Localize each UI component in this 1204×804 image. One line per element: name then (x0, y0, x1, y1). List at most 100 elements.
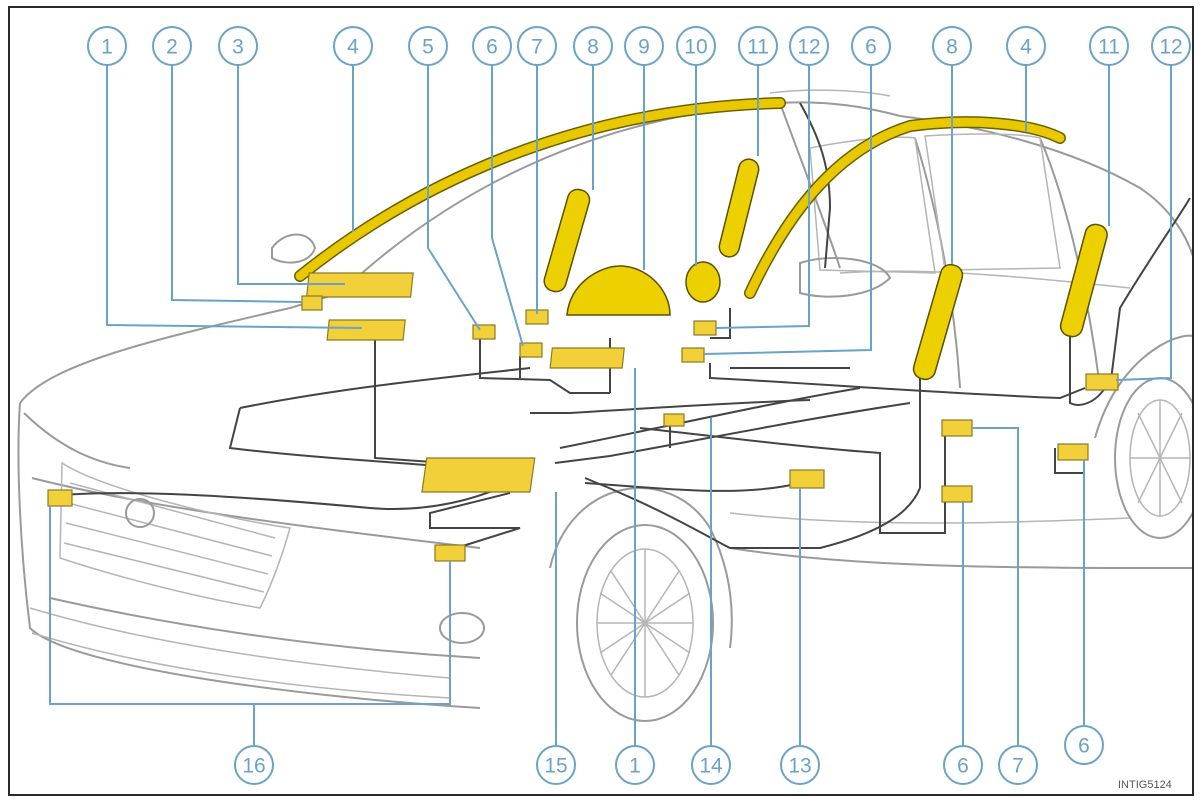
rear-wheel-spokes (1130, 400, 1190, 516)
callout-number: 16 (242, 755, 265, 778)
callout-circle (517, 26, 557, 66)
callout-circle (333, 26, 373, 66)
callout-top-6: 6 (472, 26, 512, 66)
callout-circle (998, 745, 1038, 785)
callout-number: 2 (166, 36, 178, 59)
sensor-rear-lower (1057, 443, 1089, 461)
image-code: INTIG5124 (1118, 779, 1172, 791)
callout-top-4: 4 (333, 26, 373, 66)
callout-circle (1006, 26, 1046, 66)
callout-number: 6 (957, 755, 969, 778)
callout-number: 10 (684, 36, 707, 59)
callout-number: 12 (1159, 36, 1182, 59)
callout-circle (624, 26, 664, 66)
callout-circle (943, 745, 983, 785)
callout-circle (472, 26, 512, 66)
callout-bottom-13: 13 (780, 745, 820, 785)
callout-top-10: 10 (676, 26, 716, 66)
callout-circle (676, 26, 716, 66)
callout-circle (218, 26, 258, 66)
callout-bottom-16: 16 (234, 745, 274, 785)
sensor-seat-position (663, 413, 685, 427)
wiring-harness (49, 102, 1191, 551)
callout-number: 11 (1098, 36, 1120, 59)
callouts-bottom: 16 15 1 14 13 6 7 6 (234, 725, 1104, 785)
callout-top-5: 5 (408, 26, 448, 66)
callout-circle (615, 745, 655, 785)
callout-circle (780, 745, 820, 785)
callout-number: 9 (638, 36, 650, 59)
sensor-passenger-seat (472, 324, 496, 340)
callout-circle (789, 26, 829, 66)
callout-number: 6 (865, 36, 877, 59)
callout-top-8: 8 (573, 26, 613, 66)
callout-circle (1089, 26, 1129, 66)
callout-number: 7 (531, 36, 543, 59)
callout-number: 8 (946, 36, 958, 59)
leader-lines (49, 64, 1172, 745)
callout-circle (691, 745, 731, 785)
front-side-airbag-right (912, 263, 964, 381)
callout-circle (851, 26, 891, 66)
callout-number: 4 (347, 36, 359, 59)
callout-number: 7 (1012, 755, 1024, 778)
callout-bottom-1: 1 (615, 745, 655, 785)
callout-top-9: 9 (624, 26, 664, 66)
callout-top-2: 2 (152, 26, 192, 66)
callout-number: 14 (699, 755, 723, 778)
passenger-knee-airbag (326, 319, 406, 341)
callout-circle (234, 745, 274, 785)
callout-top-3: 3 (218, 26, 258, 66)
callout-top-11: 11 (1089, 26, 1129, 66)
sensor-passenger-buckle (301, 295, 323, 311)
sensor-front-right (434, 544, 466, 562)
callout-number: 4 (1020, 36, 1032, 59)
callout-number: 1 (101, 36, 113, 59)
callout-number: 6 (1078, 735, 1090, 758)
sensor-driver-buckle (519, 342, 543, 358)
callout-top-8: 8 (932, 26, 972, 66)
callout-circle (87, 26, 127, 66)
callout-circle (536, 745, 576, 785)
callout-top-1: 1 (87, 26, 127, 66)
front-side-airbag-left (543, 188, 591, 293)
front-airbags (305, 261, 721, 369)
callout-number: 11 (747, 36, 769, 59)
callout-top-4: 4 (1006, 26, 1046, 66)
callout-top-12: 12 (789, 26, 829, 66)
rear-curtain-tube-left (718, 158, 760, 258)
callout-number: 15 (544, 755, 567, 778)
callout-top-7: 7 (517, 26, 557, 66)
callout-number: 13 (788, 755, 811, 778)
sensor-front-left (47, 489, 73, 507)
callout-number: 12 (797, 36, 820, 59)
callout-circle (738, 26, 778, 66)
callout-number: 5 (422, 36, 434, 59)
callout-number: 6 (486, 36, 498, 59)
front-wheel-spokes (597, 549, 693, 697)
callout-bottom-7: 7 (998, 745, 1038, 785)
callout-bottom-15: 15 (536, 745, 576, 785)
sensor-center (789, 469, 825, 489)
callout-circle (152, 26, 192, 66)
driver-knee-airbag (549, 347, 625, 369)
callout-circle (1151, 26, 1191, 66)
sensor-door-right (681, 347, 705, 363)
side-airbags (543, 158, 1108, 381)
airbag-control-unit (421, 457, 536, 493)
rear-side-airbag-right (1059, 223, 1108, 338)
sensor-side-front (941, 419, 973, 437)
callout-number: 1 (629, 755, 641, 778)
callout-circle (408, 26, 448, 66)
sensor-side-lower (941, 485, 973, 503)
knee-airbag (685, 261, 721, 303)
callout-number: 3 (232, 36, 244, 59)
callout-top-6: 6 (851, 26, 891, 66)
callout-circle (932, 26, 972, 66)
callout-top-12: 12 (1151, 26, 1191, 66)
sensors (47, 295, 1119, 562)
sensor-rear-upper (1085, 373, 1119, 391)
callout-bottom-6: 6 (943, 745, 983, 785)
callout-number: 8 (587, 36, 599, 59)
